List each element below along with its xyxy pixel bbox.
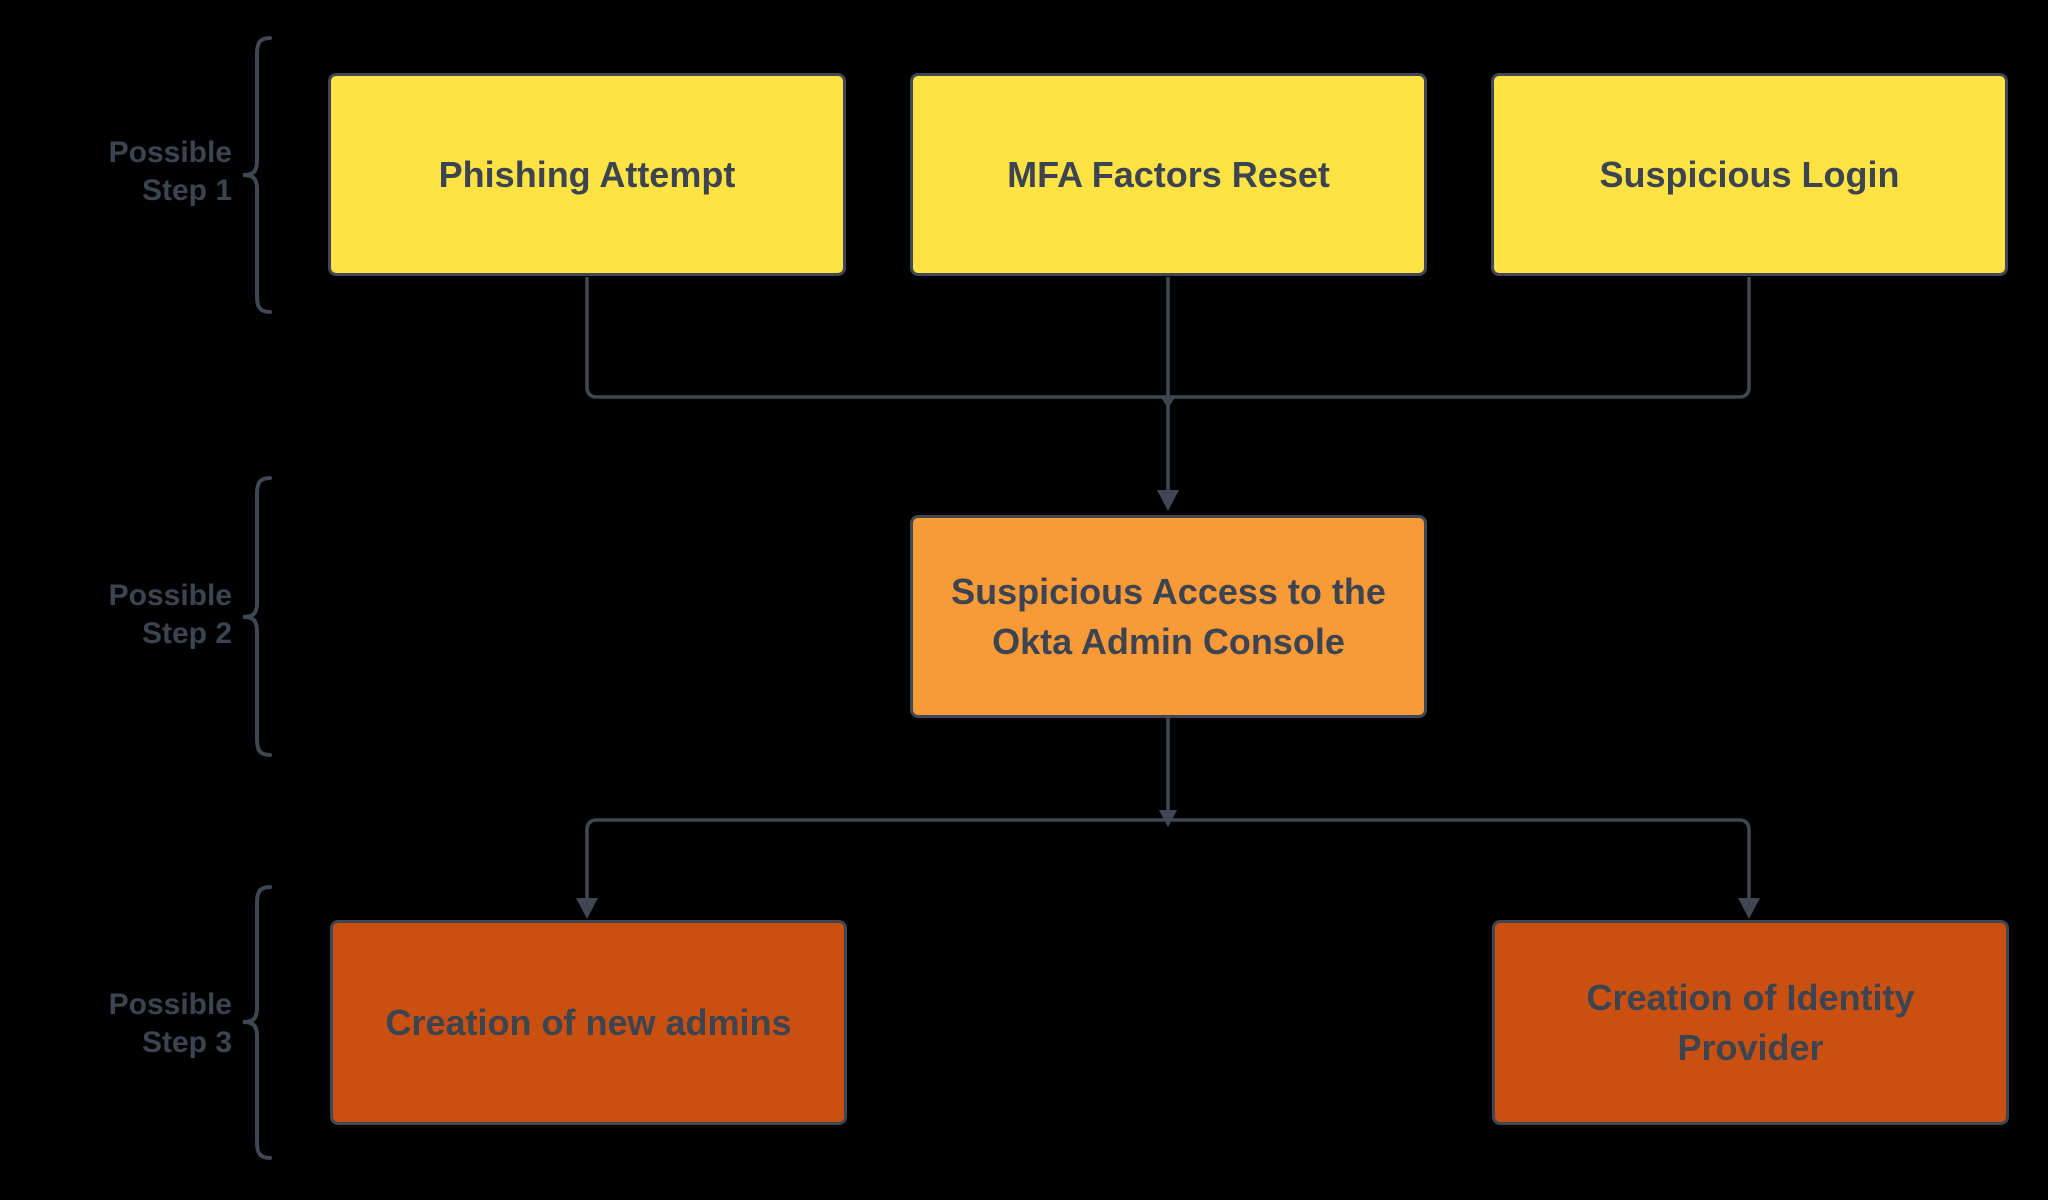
arrow-down-icon <box>1738 898 1760 919</box>
step-2-label-line1: Possible <box>108 579 232 612</box>
step-2-label-line2: Step 2 <box>141 617 232 650</box>
node-creation-new-admins-label: Creation of new admins <box>385 1001 792 1043</box>
node-okta-admin-console-label: Suspicious Access to the Okta Admin Cons… <box>951 570 1386 662</box>
node-mfa-factors-reset-label: MFA Factors Reset <box>1007 153 1330 195</box>
node-mfa-factors-reset: MFA Factors Reset <box>910 73 1427 276</box>
node-suspicious-login: Suspicious Login <box>1491 73 2008 276</box>
node-creation-new-admins: Creation of new admins <box>330 920 847 1125</box>
brace-step-1 <box>242 36 272 314</box>
step-1-label: Possible Step 1 <box>30 134 232 210</box>
arrow-down-icon <box>576 898 598 919</box>
step-2-label: Possible Step 2 <box>30 577 232 653</box>
step-3-label-line2: Step 3 <box>141 1026 232 1059</box>
split-junction-arrow-icon <box>1159 810 1177 827</box>
step-1-label-line2: Step 1 <box>141 174 232 207</box>
brace-step-2 <box>242 476 272 757</box>
node-creation-identity-provider-label: Creation of Identity Provider <box>1586 976 1915 1068</box>
connector-step1-merge <box>585 277 1751 399</box>
brace-step-3 <box>242 885 272 1160</box>
node-creation-identity-provider: Creation of Identity Provider <box>1492 920 2009 1125</box>
node-phishing-attempt-label: Phishing Attempt <box>438 153 736 195</box>
merge-junction-arrow-icon <box>1160 396 1176 408</box>
arrow-down-icon <box>1157 490 1179 511</box>
node-phishing-attempt: Phishing Attempt <box>328 73 846 276</box>
step-3-label: Possible Step 3 <box>30 986 232 1062</box>
step-1-label-line1: Possible <box>108 136 232 169</box>
connector-step2-split-rail <box>585 818 1751 900</box>
node-okta-admin-console: Suspicious Access to the Okta Admin Cons… <box>910 515 1427 718</box>
node-suspicious-login-label: Suspicious Login <box>1599 153 1900 195</box>
step-3-label-line1: Possible <box>108 988 232 1021</box>
